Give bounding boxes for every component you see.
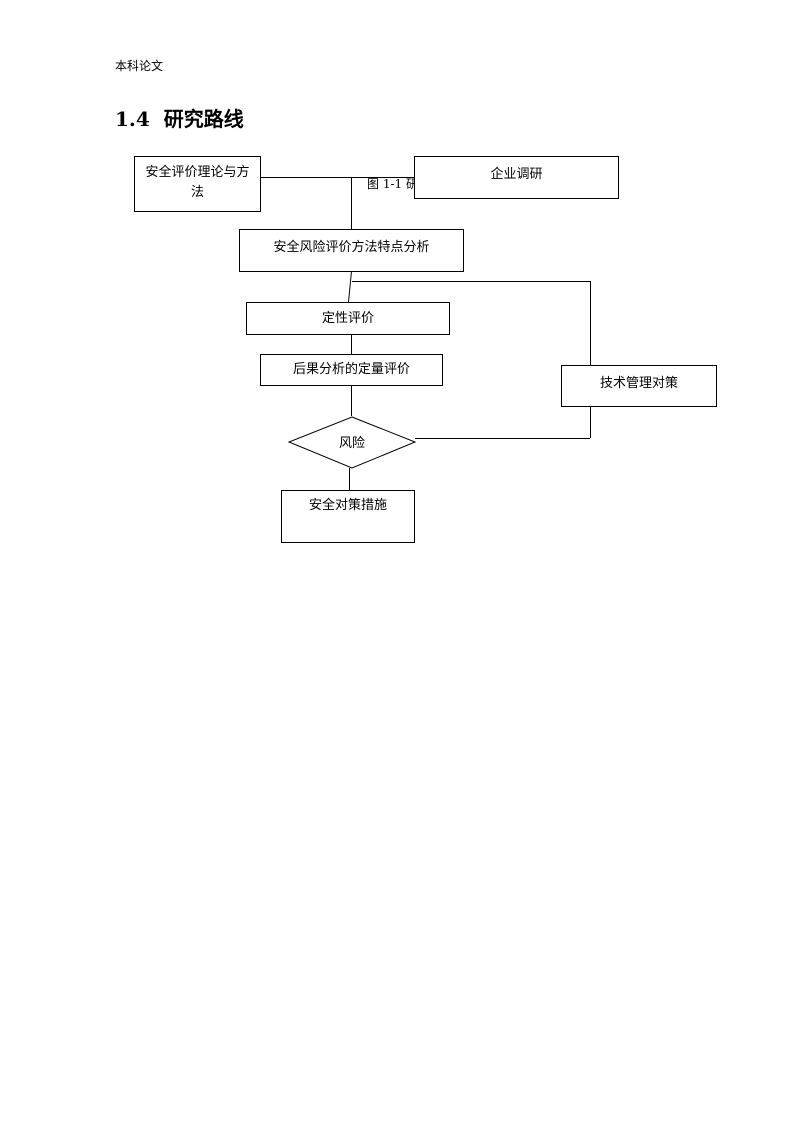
node-theory: 安全评价理论与方法 (134, 156, 261, 212)
running-header: 本科论文 (115, 59, 164, 73)
figure-caption: 图 1-1 研 (367, 177, 418, 191)
section-title: 研究路线 (163, 107, 244, 131)
connector-analysis-qualitative (348, 270, 352, 303)
node-tech-mgmt: 技术管理对策 (561, 365, 717, 407)
section-heading: 1.4 研究路线 (115, 103, 244, 132)
risk-label: 风险 (338, 436, 365, 451)
node-qualitative: 定性评价 (246, 302, 450, 335)
node-quantitative: 后果分析的定量评价 (260, 354, 443, 386)
section-number: 1.4 (115, 107, 150, 131)
node-analysis: 安全风险评价方法特点分析 (239, 229, 464, 272)
node-measures: 安全对策措施 (281, 490, 415, 543)
node-survey: 企业调研 (414, 156, 619, 199)
